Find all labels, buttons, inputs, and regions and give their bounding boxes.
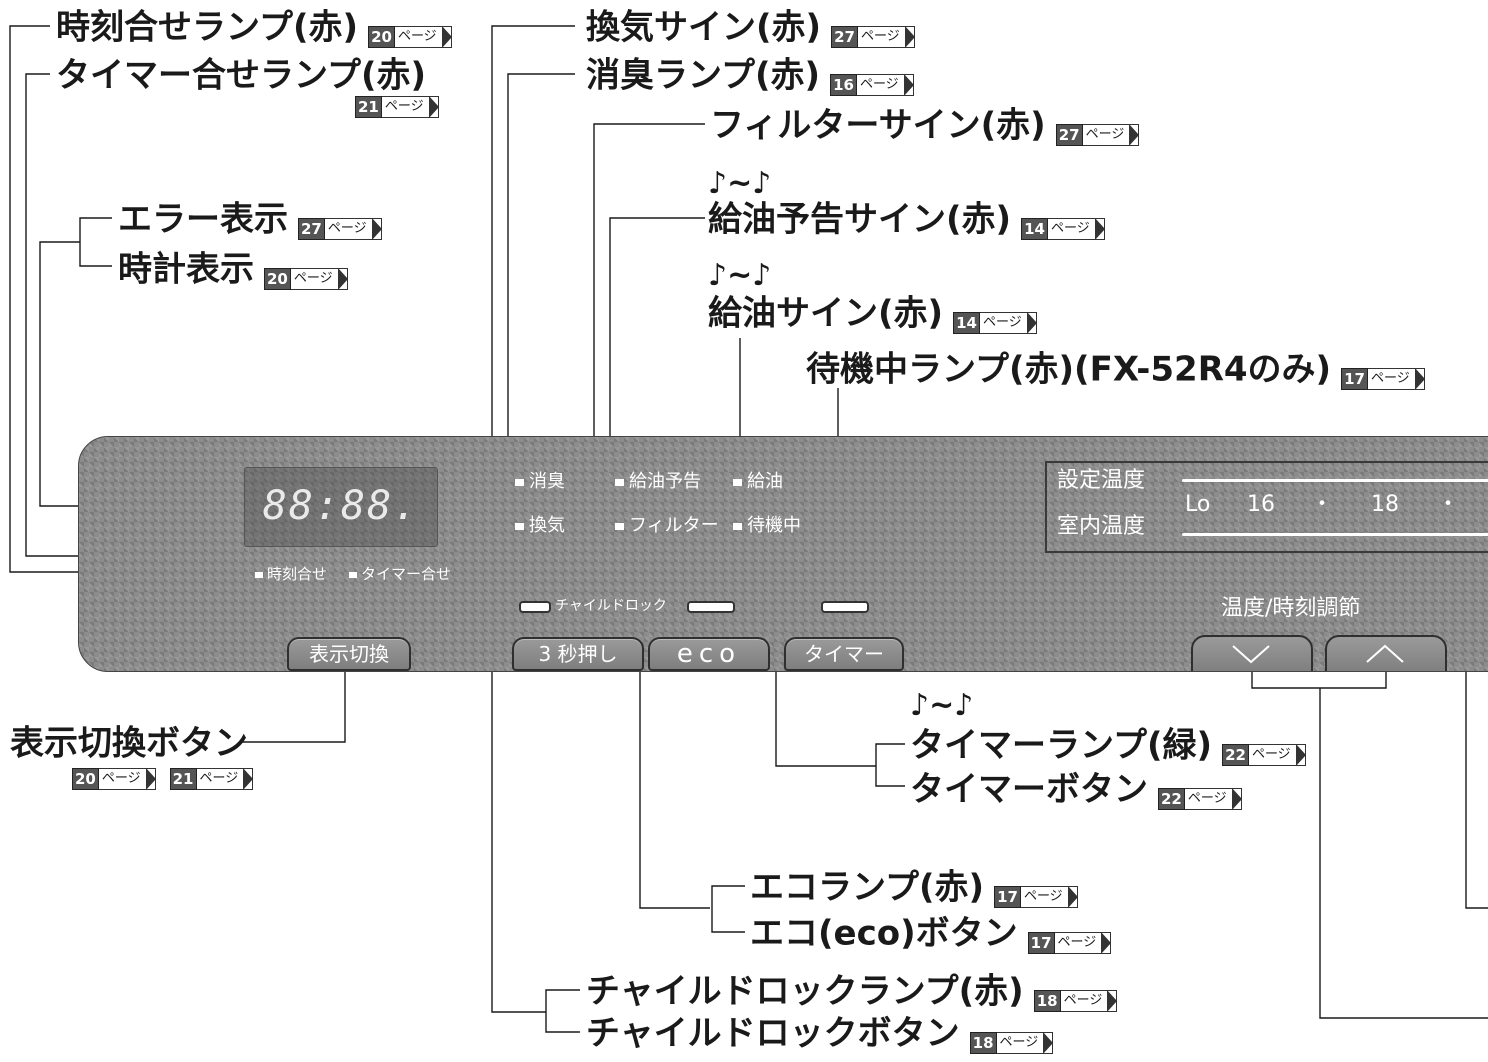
callout-label: 待機中ランプ(赤)(FX-52R4のみ) bbox=[806, 349, 1332, 390]
callout-label: エラー表示 bbox=[118, 199, 288, 240]
clock-readout: 88:88. bbox=[262, 483, 420, 529]
eco-lamp bbox=[687, 601, 735, 613]
buzzer-note-icon: ♪~♪ bbox=[708, 258, 772, 293]
clock-display: 88:88. bbox=[244, 467, 438, 547]
deodorize-lamp: 消臭 bbox=[515, 471, 565, 493]
display-switch-button[interactable]: 表示切換 bbox=[287, 637, 411, 671]
scale-tick: ・ bbox=[1437, 492, 1460, 517]
child-lock-lamp-label: チャイルドロック bbox=[555, 598, 667, 614]
buzzer-note-icon: ♪~♪ bbox=[910, 688, 974, 723]
callout-label: 換気サイン(赤) bbox=[586, 7, 822, 48]
scale-tick: Lo bbox=[1185, 492, 1211, 517]
callout-label: 時刻合せランプ(赤) bbox=[56, 7, 359, 48]
callout-label: 消臭ランプ(赤) bbox=[586, 55, 821, 96]
filter-sign: フィルター bbox=[615, 515, 719, 537]
eco-button[interactable]: eco bbox=[648, 637, 770, 671]
callout-label: タイマー合せランプ(赤) bbox=[56, 55, 427, 96]
refuel-sign: 給油 bbox=[733, 471, 783, 493]
child-lock-lamp bbox=[519, 601, 551, 613]
chevron-down-icon bbox=[1232, 645, 1270, 664]
buzzer-note-icon: ♪~♪ bbox=[708, 166, 772, 201]
callout-label: 給油予告サイン(赤) bbox=[708, 199, 1012, 240]
refuel-warning-sign: 給油予告 bbox=[615, 471, 701, 493]
child-lock-button[interactable]: 3 秒押し bbox=[512, 637, 644, 671]
callout-label: エコ(eco)ボタン bbox=[750, 913, 1018, 954]
standby-lamp: 待機中 bbox=[733, 515, 801, 537]
set-temp-bar bbox=[1182, 479, 1488, 482]
temp-up-button[interactable] bbox=[1325, 635, 1447, 671]
temperature-display bbox=[1045, 461, 1488, 553]
callout-label: チャイルドロックボタン bbox=[586, 1013, 960, 1054]
callout-label: タイマーランプ(緑) bbox=[910, 725, 1213, 766]
callout-label: 時計表示 bbox=[118, 249, 254, 290]
timer-set-lamp: タイマー合せ bbox=[349, 565, 451, 583]
chevron-up-icon bbox=[1366, 644, 1404, 663]
callout-display-switch-button: 表示切換ボタン bbox=[10, 722, 248, 764]
control-panel: 88:88. 時刻合せ タイマー合せ 消臭 換気 給油予告 フィルター 給油 待… bbox=[78, 436, 1488, 672]
temp-time-adjust-label: 温度/時刻調節 bbox=[1221, 596, 1361, 621]
callout-timer-set-lamp: タイマー合せランプ(赤) bbox=[56, 54, 427, 96]
temp-down-button[interactable] bbox=[1191, 635, 1313, 671]
scale-tick: ・ bbox=[1311, 492, 1334, 517]
room-temp-label: 室内温度 bbox=[1057, 514, 1146, 539]
callout-label: チャイルドロックランプ(赤) bbox=[586, 971, 1024, 1012]
ventilation-sign: 換気 bbox=[515, 515, 565, 537]
time-set-lamp: 時刻合せ bbox=[255, 565, 327, 583]
callout-label: フィルターサイン(赤) bbox=[710, 105, 1046, 146]
timer-button[interactable]: タイマー bbox=[784, 637, 904, 671]
callout-label: エコランプ(赤) bbox=[750, 867, 985, 908]
room-temp-bar bbox=[1182, 533, 1488, 536]
timer-lamp bbox=[821, 601, 869, 613]
set-temp-label: 設定温度 bbox=[1057, 468, 1146, 493]
callout-label: 給油サイン(赤) bbox=[708, 293, 944, 334]
callout-label: タイマーボタン bbox=[910, 769, 1148, 810]
scale-tick: 18 bbox=[1371, 492, 1399, 517]
scale-tick: 16 bbox=[1247, 492, 1275, 517]
callout-label: 表示切換ボタン bbox=[10, 723, 248, 764]
